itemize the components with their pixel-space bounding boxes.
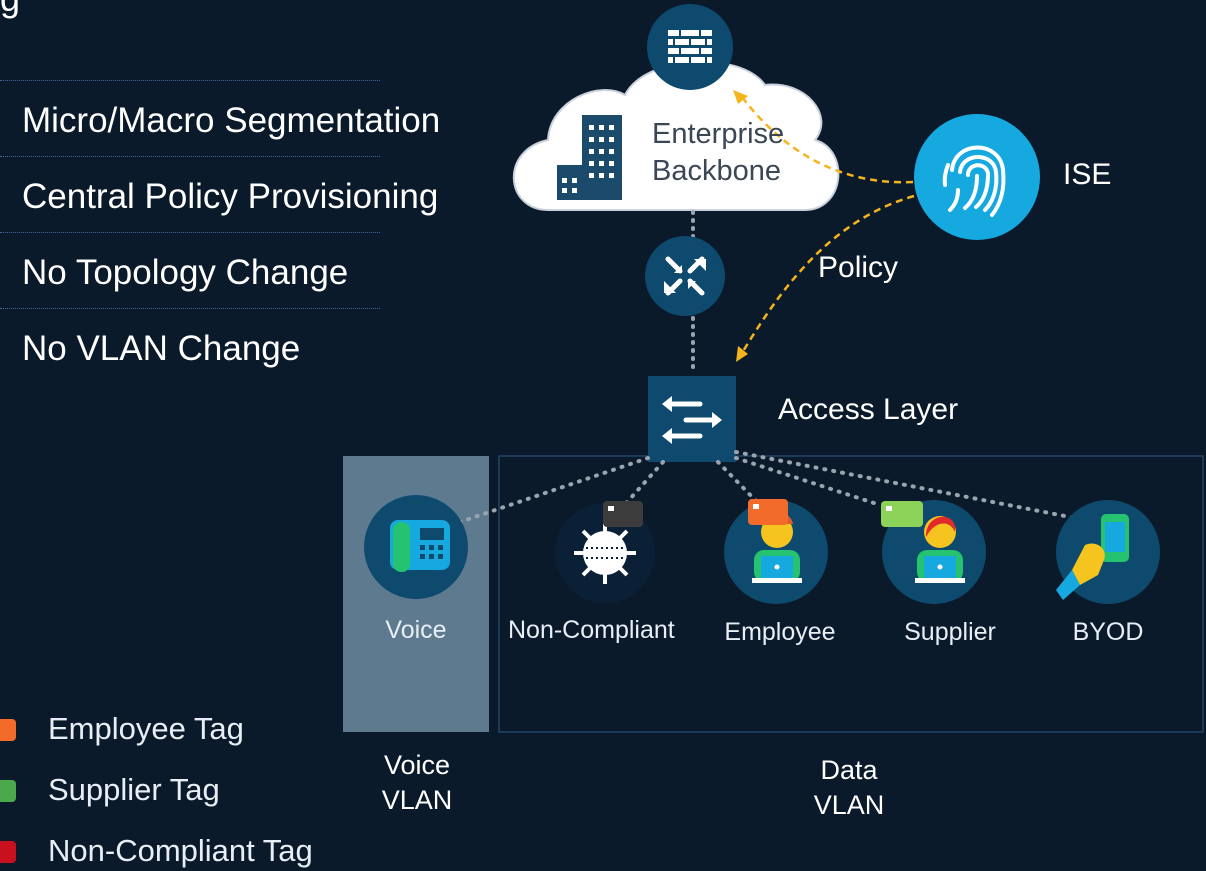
device-label-employee: Employee — [724, 618, 836, 646]
switch-icon — [648, 376, 736, 462]
device-label-supplier: Supplier — [904, 618, 996, 646]
feature-item: No Topology Change — [0, 232, 380, 308]
employee-tag-swatch — [0, 719, 16, 741]
policy-label: Policy — [818, 251, 899, 284]
feature-label: No VLAN Change — [22, 329, 301, 368]
policy-arrows — [740, 96, 915, 354]
ise-label: ISE — [1063, 158, 1112, 191]
access-layer-label: Access Layer — [778, 393, 959, 426]
voice-vlan-line1: Voice — [383, 750, 451, 780]
device-label-byod: BYOD — [1072, 618, 1144, 646]
cloud-label-line2: Backbone — [652, 155, 781, 187]
legend-label: Non-Compliant Tag — [48, 833, 313, 868]
feature-label: Micro/Macro Segmentation — [22, 101, 441, 140]
legend-label: Employee Tag — [48, 711, 244, 746]
policy-arrow-to-firewall — [741, 96, 914, 184]
arrowhead-firewall — [733, 90, 748, 104]
employee-icon — [724, 499, 828, 604]
data-vlan-line2: VLAN — [813, 790, 885, 820]
virus-icon — [555, 501, 655, 603]
firewall-icon — [647, 4, 733, 90]
non-compliant-tag-badge — [603, 501, 643, 527]
supplier-tag-badge — [881, 501, 923, 527]
arrowhead-switch — [736, 346, 748, 362]
voice-vlan-line2: VLAN — [381, 785, 453, 815]
feature-item: Central Policy Provisioning — [0, 156, 438, 232]
ip-phone-icon — [364, 495, 468, 599]
enterprise-backbone-label: Enterprise Backbone — [652, 116, 784, 190]
feature-item: Micro/Macro Segmentation — [0, 80, 440, 156]
data-vlan-box — [498, 455, 1204, 733]
feature-label: No Topology Change — [22, 253, 349, 292]
device-label-non-compliant: Non-Compliant — [508, 616, 675, 644]
cloud-label-line1: Enterprise — [652, 118, 785, 150]
legend-label: Supplier Tag — [48, 772, 220, 807]
supplier-icon — [881, 500, 986, 604]
fingerprint-icon — [914, 114, 1040, 240]
supplier-tag-swatch — [0, 780, 16, 802]
data-vlan-line1: Data — [820, 755, 878, 785]
data-vlan-label: Data VLAN — [789, 753, 909, 823]
byod-phone-icon — [1056, 500, 1160, 604]
feature-list: Micro/Macro Segmentation Central Policy … — [0, 80, 440, 384]
feature-label: Central Policy Provisioning — [22, 177, 439, 216]
feature-item: No VLAN Change — [0, 308, 380, 384]
device-label-voice: Voice — [385, 616, 447, 644]
policy-arrow-to-switch — [740, 194, 915, 354]
employee-tag-badge — [748, 499, 788, 525]
non-compliant-tag-swatch — [0, 841, 16, 863]
voice-vlan-label: Voice VLAN — [357, 748, 477, 818]
tag-legend: Employee Tag Supplier Tag Non-Compliant … — [0, 0, 400, 871]
page-title-fragment: g — [0, 0, 20, 20]
router-icon — [645, 236, 725, 316]
building-icon — [557, 115, 622, 200]
